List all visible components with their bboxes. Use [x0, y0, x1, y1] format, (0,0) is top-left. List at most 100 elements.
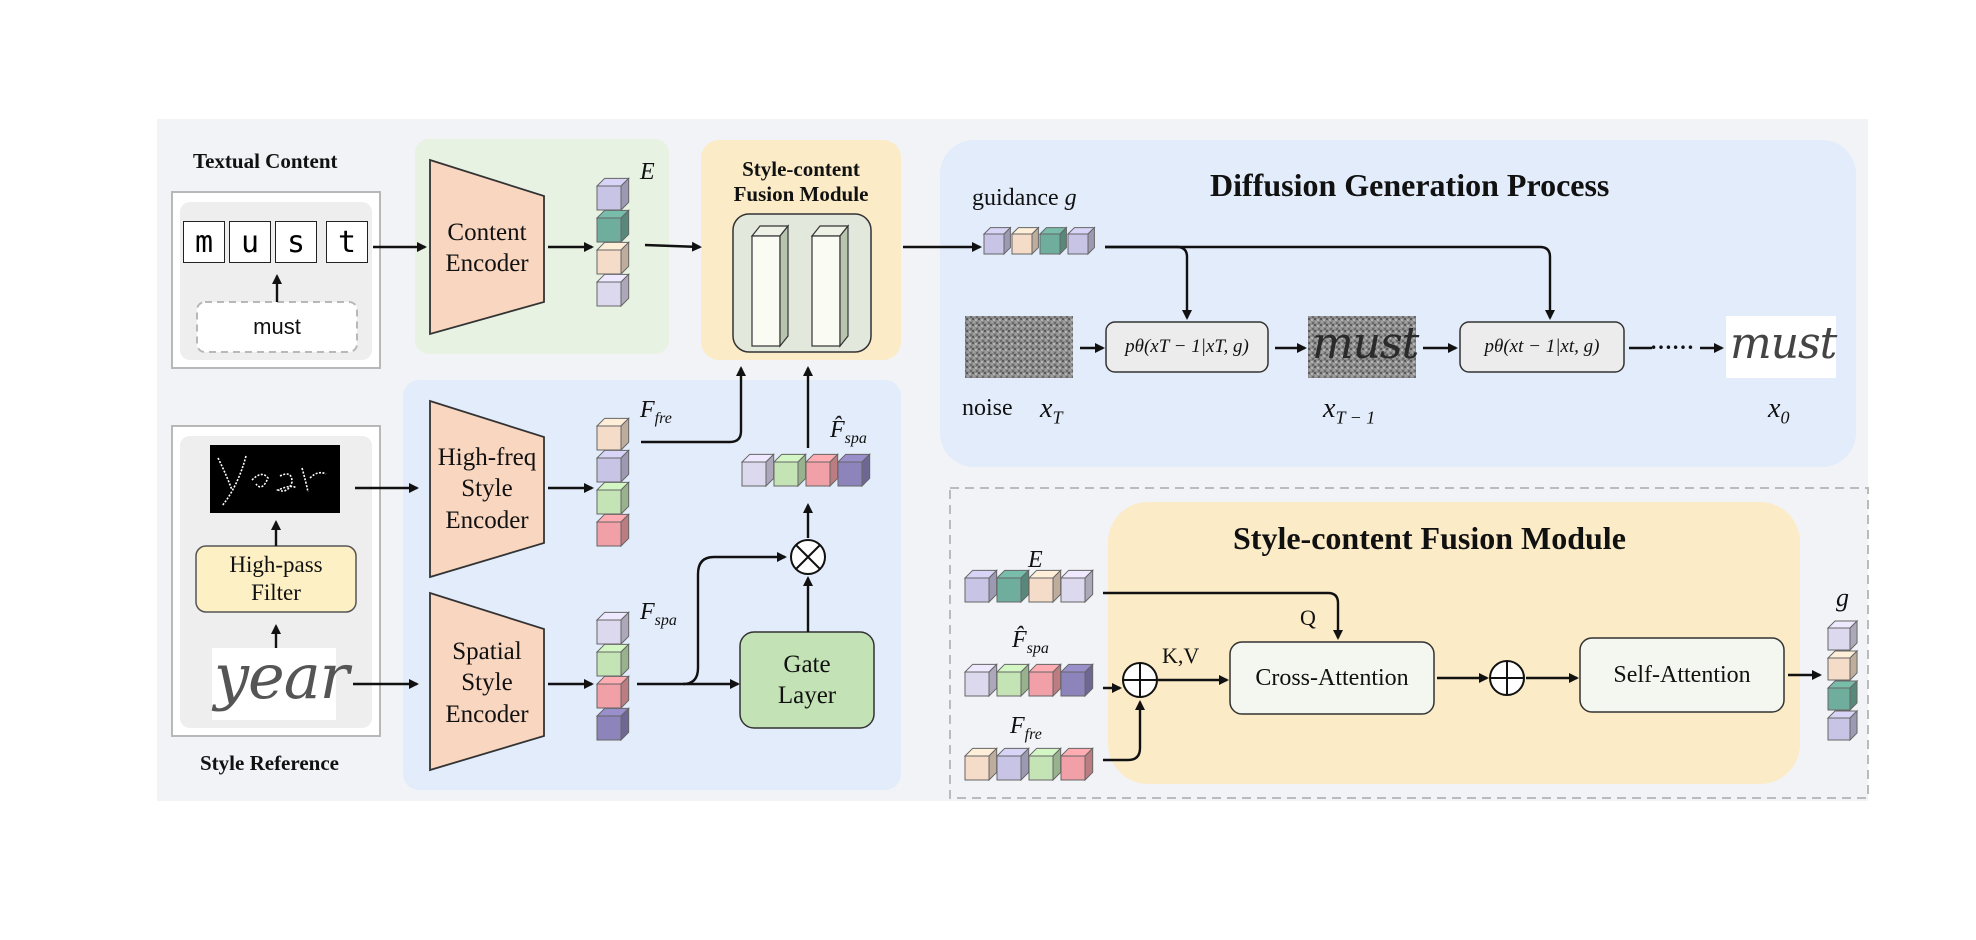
- noise-label: noise: [962, 395, 1013, 421]
- cube-F-spa-1: [595, 643, 630, 678]
- cube-F-spa-2: [595, 675, 630, 710]
- typed-word: must: [253, 314, 301, 339]
- multiply-operator: [790, 539, 826, 575]
- feature-E-label: E: [640, 159, 655, 185]
- feature-F-spa-hat-label: F̂spa: [830, 417, 867, 447]
- diffusion-title: Diffusion Generation Process: [1210, 167, 1610, 203]
- cube-detail-E-2: [1027, 569, 1062, 604]
- cube-output-g-3: [1826, 709, 1859, 742]
- cube-detail-F-spa-hat-2: [1027, 663, 1062, 698]
- cube-output-g-0: [1826, 619, 1859, 652]
- cube-detail-F-fre-3: [1059, 747, 1094, 782]
- style-handwriting-word: year: [214, 640, 349, 713]
- self-attention-box: [1579, 637, 1785, 713]
- denoise-step-2-label: pθ(xt − 1|xt, g): [1484, 336, 1600, 358]
- cube-detail-E-3: [1059, 569, 1094, 604]
- letter-box-u: u: [229, 221, 271, 263]
- letter-t: t: [337, 224, 357, 260]
- letter-box-t: t: [326, 221, 368, 263]
- x-T-label: xT: [1040, 393, 1063, 428]
- cube-F-spa-hat-2: [804, 453, 839, 488]
- letter-box-s: s: [275, 221, 317, 263]
- fusion-detail-E-label: E: [1028, 547, 1043, 573]
- fusion-detail-frame: [949, 487, 1869, 799]
- letter-m: m: [194, 224, 214, 260]
- high-freq-encoder-shape: [429, 399, 545, 579]
- cube-F-spa-hat-0: [740, 453, 775, 488]
- feature-F-spa-label: Fspa: [640, 599, 677, 629]
- fusion-detail-title: Style-content Fusion Module: [1233, 520, 1626, 556]
- guidance-label: guidance g: [972, 185, 1077, 211]
- cube-F-spa-0: [595, 611, 630, 646]
- fusion-detail-F-spa-hat-label: F̂spa: [1012, 627, 1049, 657]
- cube-guidance-2: [1038, 226, 1068, 256]
- ellipsis: ……: [1650, 329, 1694, 354]
- cube-detail-E-1: [995, 569, 1030, 604]
- noisy-generated-word: must: [1312, 318, 1419, 369]
- high-freq-handwriting: [217, 455, 327, 507]
- cube-output-g-1: [1826, 649, 1859, 682]
- x-0-label: x0: [1768, 393, 1790, 428]
- cross-attention-box: [1229, 641, 1435, 715]
- cube-E-3: [595, 273, 630, 308]
- kv-label: K,V: [1162, 643, 1200, 668]
- clean-generated-word: must: [1730, 318, 1837, 369]
- cube-F-fre-2: [595, 481, 630, 516]
- clean-must-image: [1726, 316, 1836, 378]
- cube-detail-F-spa-hat-1: [995, 663, 1030, 698]
- cube-detail-F-spa-hat-3: [1059, 663, 1094, 698]
- arrows: [353, 241, 1822, 762]
- cube-output-g-2: [1826, 679, 1859, 712]
- letter-s: s: [286, 224, 306, 260]
- cube-detail-E-0: [963, 569, 998, 604]
- cube-F-fre-0: [595, 417, 630, 452]
- style-reference-title: Style Reference: [200, 751, 339, 775]
- add-operator-2: [1489, 660, 1525, 696]
- letter-u: u: [240, 224, 260, 260]
- denoise-step-1-label: pθ(xT − 1|xT, g): [1125, 336, 1249, 358]
- cube-F-fre-3: [595, 513, 630, 548]
- cube-F-spa-hat-3: [836, 453, 871, 488]
- cube-E-1: [595, 209, 630, 244]
- x-T-minus-1-label: xT − 1: [1323, 393, 1376, 428]
- cube-guidance-0: [982, 226, 1012, 256]
- denoise-step-1-box: [1105, 321, 1269, 373]
- diffusion-panel: [940, 140, 1856, 467]
- spatial-encoder-shape: [429, 591, 545, 772]
- cube-E-2: [595, 241, 630, 276]
- cube-F-spa-hat-1: [772, 453, 807, 488]
- high-frequency-image: [210, 445, 340, 513]
- q-label: Q: [1300, 605, 1316, 630]
- denoise-step-2-box: [1459, 321, 1625, 373]
- cube-detail-F-fre-1: [995, 747, 1030, 782]
- noise-image: [965, 316, 1073, 378]
- textual-content-title: Textual Content: [193, 149, 338, 173]
- noisy-must-image: [1308, 316, 1416, 378]
- self-attention-label: Self-Attention: [1613, 662, 1751, 688]
- fusion-detail-F-fre-label: Ffre: [1010, 713, 1042, 743]
- cube-F-fre-1: [595, 449, 630, 484]
- cube-guidance-1: [1010, 226, 1040, 256]
- add-operator-1: [1122, 662, 1158, 698]
- letter-box-m: m: [183, 221, 225, 263]
- cube-E-0: [595, 177, 630, 212]
- feature-cubes: [595, 177, 1859, 782]
- cube-detail-F-fre-0: [963, 747, 998, 782]
- content-encoder-shape: [429, 158, 545, 336]
- fusion-pillars: [750, 224, 850, 348]
- cube-detail-F-spa-hat-0: [963, 663, 998, 698]
- cube-detail-F-fre-2: [1027, 747, 1062, 782]
- cube-guidance-3: [1066, 226, 1096, 256]
- cube-F-spa-3: [595, 707, 630, 742]
- cross-attention-label: Cross-Attention: [1255, 665, 1409, 691]
- output-g-label: g: [1836, 583, 1849, 612]
- feature-F-fre-label: Ffre: [640, 397, 672, 427]
